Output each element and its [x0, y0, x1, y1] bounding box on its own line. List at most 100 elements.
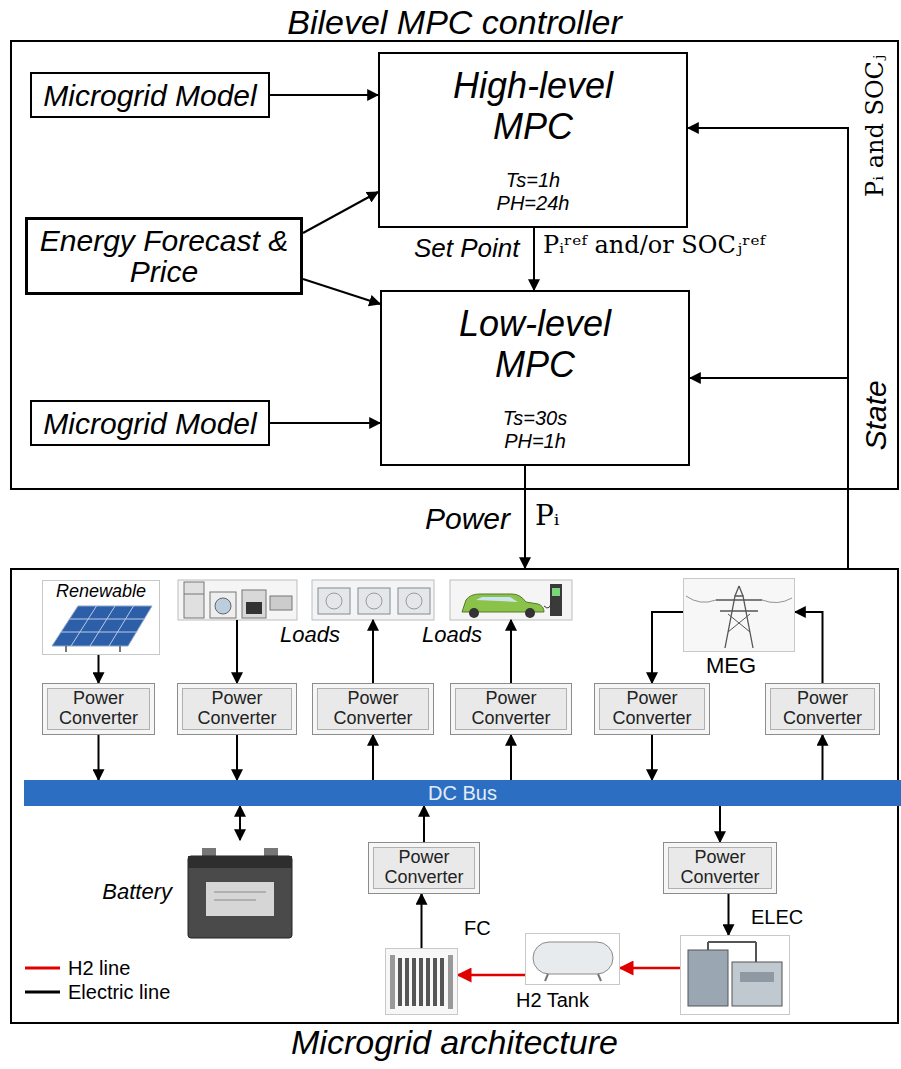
electric-car-picture-part: [476, 597, 518, 602]
fuel-cell-picture-part: [419, 958, 423, 1006]
air-conditioner-picture-part: [318, 588, 350, 614]
electrolyzer-picture-part: [707, 942, 709, 950]
electric-line: [303, 279, 380, 304]
electric-car-picture-part: [450, 580, 572, 620]
electric-car-picture-part: [544, 600, 552, 608]
free-label: Pᵢ: [533, 500, 561, 532]
power-converter-box: Power Converter: [594, 683, 710, 735]
fuel-cell-picture: [386, 949, 457, 1014]
power-converter-box: Power Converter: [450, 683, 572, 735]
forecast-box: Energy Forecast & Price: [25, 217, 303, 295]
electric-line: [303, 192, 378, 233]
fuel-cell-picture-part: [405, 958, 409, 1006]
battery: Battery: [180, 840, 300, 942]
electrolyzer-picture-part: [755, 942, 757, 962]
electric-line: [652, 612, 683, 683]
node-text: Microgrid Model: [43, 407, 256, 440]
electric-line: [719, 806, 721, 842]
electric-line: [651, 735, 653, 780]
free-label: Loads: [278, 622, 342, 647]
node-text: FC: [464, 917, 491, 939]
appliance-picture-part: [270, 596, 292, 610]
appliance-picture-part: [210, 592, 236, 618]
fuel-cell-picture-part: [440, 958, 444, 1006]
node-text: Microgrid Model: [43, 79, 256, 112]
appliance-picture-part: [242, 590, 266, 618]
electrolyzer-picture: [688, 942, 782, 1006]
node-text: Power Converter: [601, 689, 703, 729]
transmission-tower-picture-part: [735, 586, 739, 596]
electrolyzer-picture-part: [708, 941, 756, 943]
solar-panel-icon-part: [71, 606, 97, 646]
node-text: H2 Tank: [506, 989, 599, 1011]
appliance-picture-part: [215, 598, 231, 614]
air-conditioner-picture-part: [312, 580, 434, 620]
electric-line: [795, 612, 823, 683]
transmission-tower-picture-part: [739, 586, 743, 596]
node-text: DC Bus: [428, 783, 497, 803]
power-converter-box: Power Converter: [177, 683, 297, 735]
hydrogen-line: [620, 967, 680, 970]
electric-line: [423, 806, 425, 842]
node-text: Power Converter: [319, 689, 427, 729]
power-converter-box: Power Converter: [312, 683, 434, 735]
fuel-cell-picture-part: [433, 958, 437, 1006]
electric-car-picture-part: [469, 608, 479, 618]
model-box: Microgrid Model: [30, 400, 270, 446]
load-wires-part: [236, 620, 238, 683]
electric-line: [236, 735, 238, 780]
fuel-cell-picture-part: [426, 958, 430, 1006]
transmission-tower-picture-part: [762, 598, 792, 603]
node-text: Microgrid architecture: [12, 1024, 897, 1061]
electrolyzer: ELEC: [680, 935, 790, 1015]
appliance-picture: [178, 580, 297, 620]
transmission-tower-picture-part: [728, 614, 750, 632]
fuel-cell-picture-part: [398, 958, 402, 1006]
load-wires-part: [510, 620, 512, 683]
appliance-picture-part: [246, 602, 262, 614]
node-text: Power Converter: [184, 689, 290, 729]
electric-line: [98, 735, 100, 780]
electric-line: [421, 894, 423, 948]
electric-line: [690, 378, 848, 568]
fuel-cell-picture-part: [412, 958, 416, 1006]
solar-panel-icon-part: [90, 606, 115, 646]
electric-line: [98, 655, 100, 683]
load-wires-part: [372, 620, 374, 683]
appliance-picture-part: [184, 594, 204, 595]
electric-car-picture-part: [552, 588, 560, 596]
air-conditioner-picture: [312, 580, 434, 620]
solar-panel-icon-part: [119, 646, 121, 652]
power-converter-box: Power Converter: [42, 683, 155, 735]
legend-samples: [25, 968, 60, 992]
edge-label: Pᵢ and SOCⱼ: [862, 53, 890, 199]
electric-line: [270, 94, 378, 96]
electric-line: [270, 422, 380, 424]
node-text: Ts=30s: [503, 407, 567, 430]
power-converter-box: Power Converter: [765, 683, 880, 735]
hydrogen-tank-picture-part: [598, 974, 601, 981]
electric-car-picture: [450, 580, 572, 620]
load-wires: [237, 620, 511, 683]
node-text: Low-level MPC: [435, 303, 635, 386]
transmission-tower-picture-part: [716, 599, 762, 600]
legend-samples-part: [25, 967, 60, 970]
air-conditioner-picture-part: [358, 588, 390, 614]
controller-frame: Bilevel MPC controllerMicrogrid ModelHig…: [10, 40, 899, 490]
transmission-tower-picture-part: [728, 614, 750, 632]
solar-panel-icon: [52, 606, 152, 652]
fuel-cell-picture-part: [448, 955, 453, 1009]
fuel-cell-picture-part: [390, 955, 395, 1009]
electric-line: [533, 228, 535, 290]
node-text: Battery: [102, 880, 172, 904]
electric-line: [728, 894, 730, 935]
battery-picture-part: [188, 856, 292, 868]
electrolyzer-picture-part: [740, 972, 774, 982]
node-text: Power Converter: [375, 848, 473, 888]
hydrogen-tank-picture-part: [545, 974, 548, 981]
solar-panel-icon-part: [65, 646, 67, 652]
air-conditioner-picture-part: [398, 588, 430, 614]
battery-picture-part: [188, 856, 292, 938]
node-text: Ts=1h: [506, 169, 560, 192]
solar-panel-icon-part: [52, 606, 152, 646]
